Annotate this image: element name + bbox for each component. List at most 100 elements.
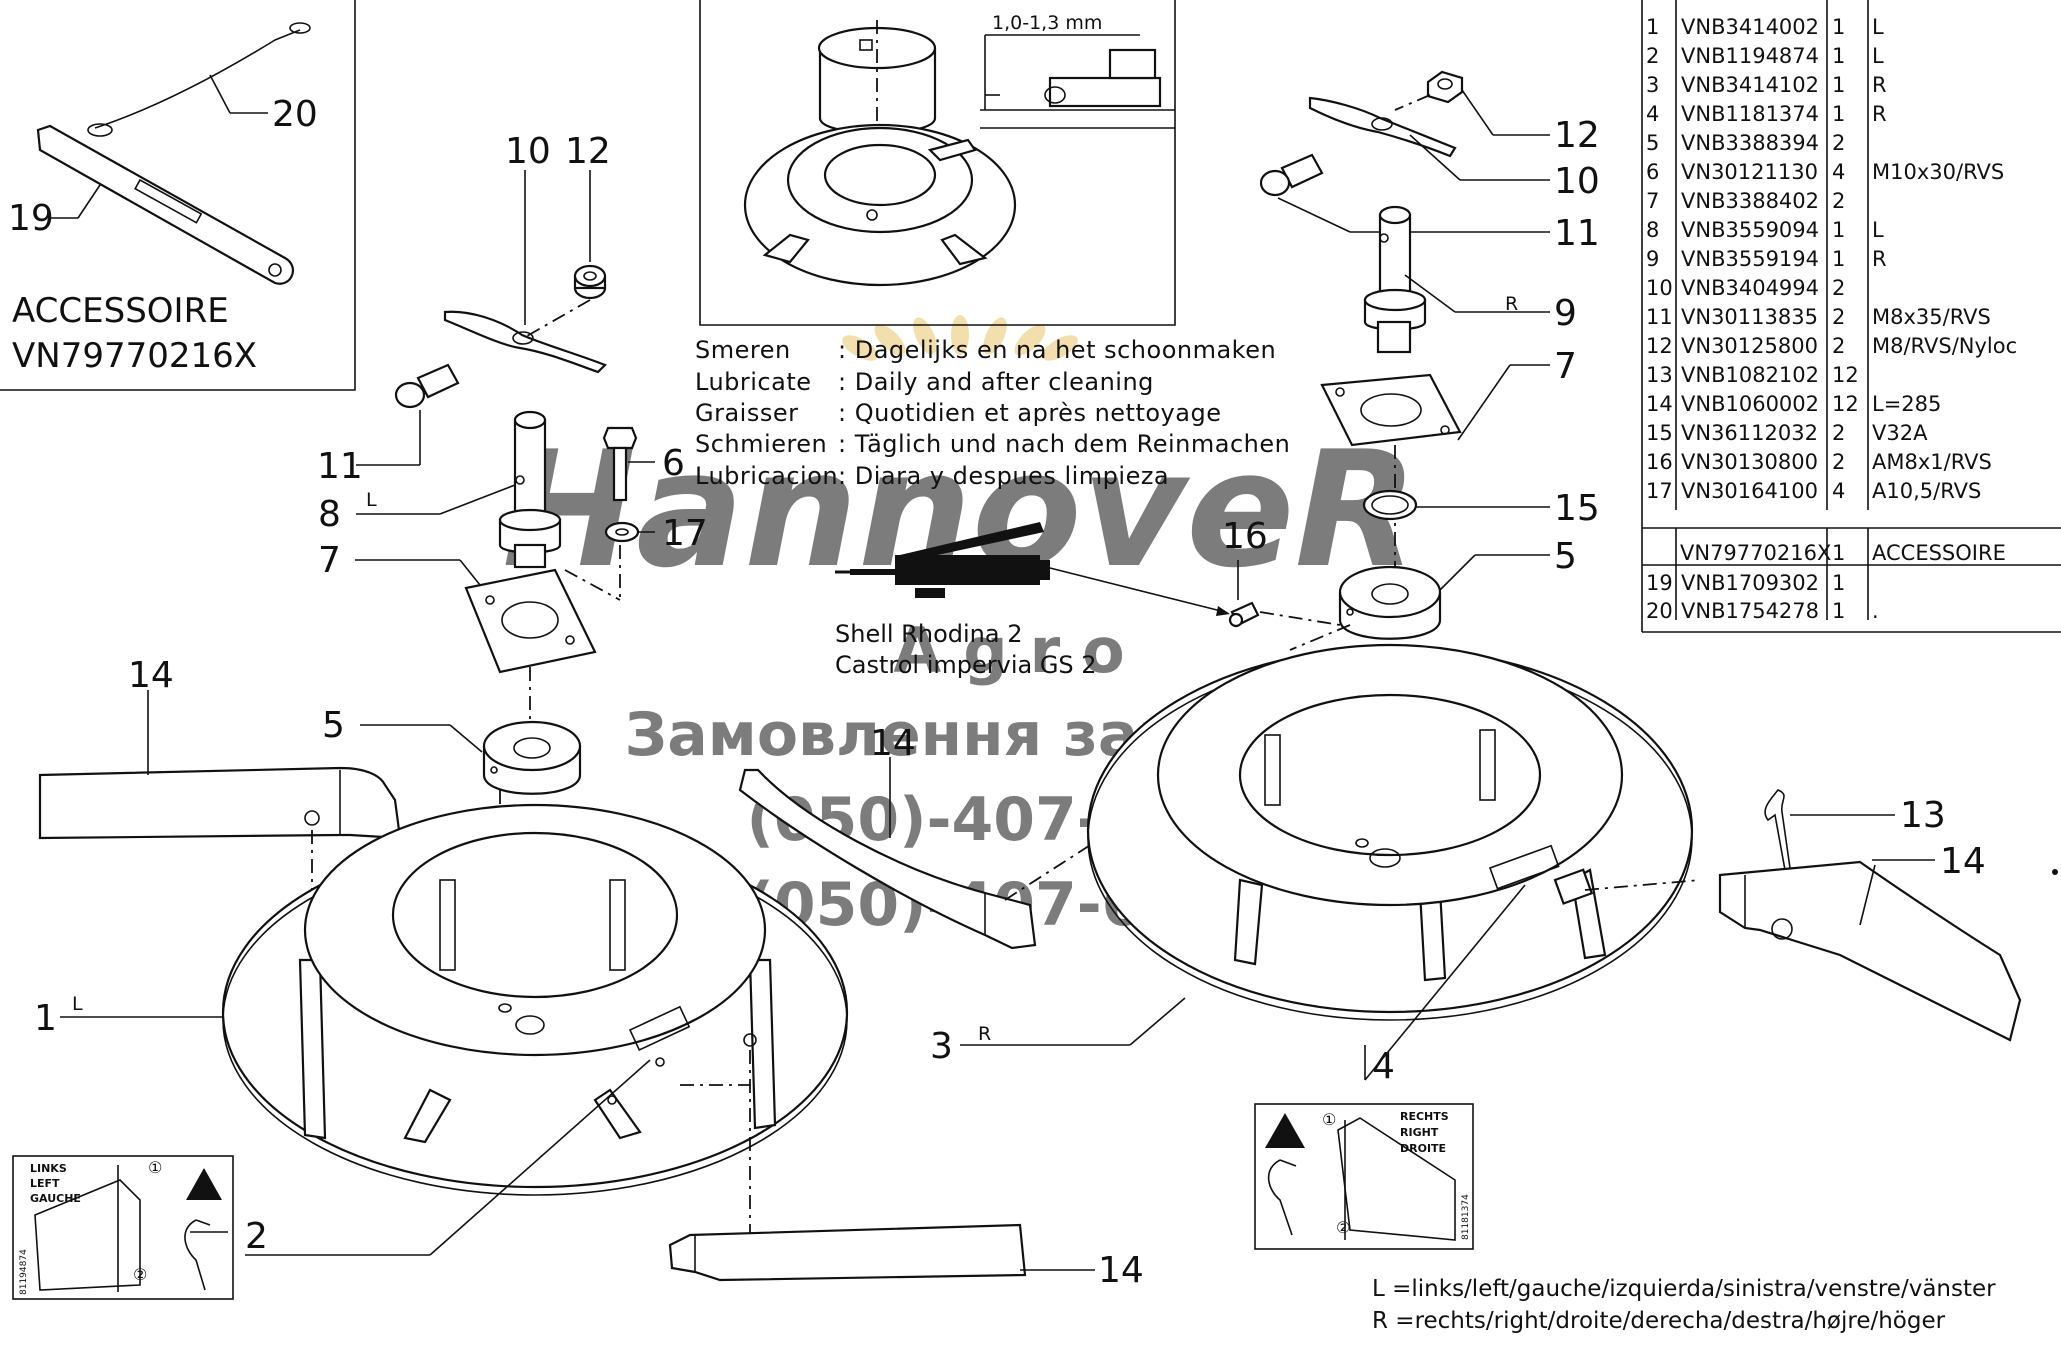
table-cell-pos: 16 (1646, 450, 1673, 474)
part-10-knife-holder-left (443, 310, 607, 374)
table-cell-ref: VNB3414002 (1681, 15, 1819, 39)
part-17-washer (604, 521, 640, 543)
part-8-shaft-left (498, 410, 562, 569)
table-cell-pos: 10 (1646, 276, 1673, 300)
table-cell-note: R (1872, 73, 1887, 97)
table-cell-pos: 14 (1646, 392, 1673, 416)
accessory-row-qty: 1 (1832, 541, 1845, 565)
table-cell-ref: VN36112032 (1681, 421, 1818, 445)
table-cell-pos: 9 (1646, 247, 1659, 271)
table-cell-ref: VNB1181374 (1681, 102, 1819, 126)
table-cell-qty: 1 (1832, 15, 1845, 39)
accessory-row-ref: VN79770216X (1680, 541, 1831, 565)
dimension-label: 1,0-1,3 mm (992, 12, 1102, 34)
table-cell-note: M8/RVS/Nyloc (1872, 334, 2017, 358)
svg-text:!: ! (1281, 1128, 1289, 1149)
lube-lang-2: Graisser (695, 399, 798, 427)
table-cell-pos: 17 (1646, 479, 1673, 503)
warning-left-code: 81194874 (19, 1249, 29, 1295)
callout-16: 16 (1222, 516, 1268, 557)
table-cell-pos: 15 (1646, 421, 1673, 445)
lube-lang-1: Lubricate (695, 368, 812, 396)
part-15-ring (1362, 489, 1418, 521)
part-6-bolt (602, 426, 638, 502)
lube-text-4: : Diara y despues limpieza (838, 462, 1169, 490)
table-cell-ref: VNB3559194 (1681, 247, 1819, 271)
callout-5-left: 5 (322, 705, 345, 746)
table-cell-qty: 1 (1832, 44, 1845, 68)
table-cell-note: L (1872, 218, 1884, 242)
pin-icon (1267, 1159, 1297, 1236)
callout-11-left: 11 (317, 446, 363, 487)
grease-1: Castrol impervia GS 2 (835, 651, 1097, 679)
part-14-blade-d (1718, 860, 2022, 1042)
lube-text-0: : Dagelijks en na het schoonmaken (838, 336, 1276, 364)
callout-20: 20 (272, 94, 318, 135)
table-cell-pos: 11 (1646, 305, 1673, 329)
callout-14-c: 14 (870, 723, 916, 764)
warning-right-line-0: RECHTS (1400, 1110, 1449, 1123)
callout-13: 13 (1900, 795, 1946, 836)
legend-l: L =links/left/gauche/izquierda/sinistra/… (1372, 1276, 1996, 1302)
table-cell-ref: VN30113835 (1681, 305, 1818, 329)
lube-lang-0: Smeren (695, 336, 791, 364)
svg-text:!: ! (200, 1182, 207, 1201)
part-3-disc-right (1086, 643, 1694, 1021)
table-cell-qty: 1 (1832, 218, 1845, 242)
table-cell-ref: VNB1754278 (1681, 599, 1819, 623)
part-12-nut-left (573, 264, 607, 300)
accessory-title: ACCESSOIRE (12, 291, 229, 331)
part-14-blade-c (738, 768, 1037, 950)
table-cell-qty: 1 (1832, 102, 1845, 126)
table-cell-pos: 13 (1646, 363, 1673, 387)
part-5-hub-right (1338, 565, 1442, 640)
lube-text-3: : Täglich und nach dem Reinmachen (838, 430, 1290, 458)
table-cell-qty: 12 (1832, 392, 1859, 416)
table-cell-qty: 1 (1832, 571, 1845, 595)
table-cell-qty: 2 (1832, 450, 1845, 474)
table-cell-note: M8x35/RVS (1872, 305, 1991, 329)
table-cell-ref: VN30130800 (1681, 450, 1818, 474)
accessory-code: VN79770216X (12, 336, 257, 376)
table-cell-pos: 1 (1646, 15, 1659, 39)
warning-label-left: LINKS LEFT GAUCHE ① ② ! 81194874 (12, 1155, 234, 1300)
part-16-grease-nipple (1228, 601, 1260, 628)
callout-1: 1 (34, 998, 57, 1039)
warning-right-code: 81181374 (1461, 1194, 1471, 1240)
warning-left-step1: ① (148, 1158, 162, 1177)
accessory-box: 20 19 ACCESSOIRE VN79770216X (0, 0, 356, 391)
table-cell-ref: VNB1060002 (1681, 392, 1819, 416)
table-cell-pos: 6 (1646, 160, 1659, 184)
part-11-bolt-right (1259, 153, 1324, 197)
callout-10-right: 10 (1554, 161, 1600, 202)
grease-0: Shell Rhodina 2 (835, 620, 1022, 648)
table-cell-note: L=285 (1872, 392, 1941, 416)
lube-text-2: : Quotidien et après nettoyage (838, 399, 1221, 427)
table-cell-pos: 8 (1646, 218, 1659, 242)
part-1-disc-left (221, 803, 849, 1196)
accessory-row: VN79770216X 1 ACCESSOIRE (1680, 541, 2006, 565)
detail-box: 1,0-1,3 mm (699, 0, 1176, 326)
part-10-knife-holder-right (1308, 96, 1457, 158)
callout-5-right: 5 (1554, 536, 1577, 577)
callout-15: 15 (1554, 488, 1600, 529)
cord-icon (94, 29, 301, 129)
table-cell-ref: VN30125800 (1681, 334, 1818, 358)
table-cell-ref: VNB3414102 (1681, 73, 1819, 97)
callout-14-d: 14 (1940, 841, 1986, 882)
table-cell-ref: VN30164100 (1681, 479, 1818, 503)
warning-right-line-1: RIGHT (1400, 1126, 1439, 1139)
callout-12-right: 12 (1554, 115, 1600, 156)
